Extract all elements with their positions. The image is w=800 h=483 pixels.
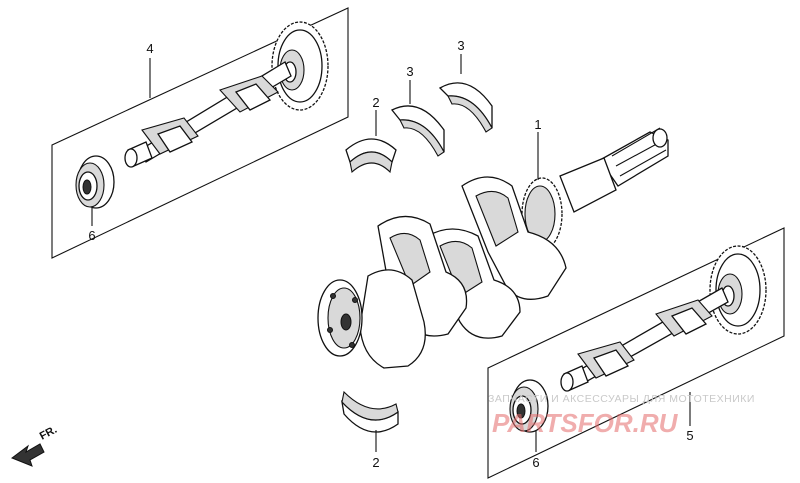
callout-1: 1 [534,117,541,132]
callout-6-right: 6 [532,455,539,470]
bearing-shell-2-bottom [341,390,399,433]
bearing-right [509,379,549,433]
crankshaft [317,127,669,369]
watermark: ЗАПЧАСТИ И АКСЕССУАРЫ ДЛЯ МОТОТЕХНИКИ PA… [488,393,755,438]
balancer-panel-right [487,227,785,479]
bearing-left [75,155,115,209]
front-label: FR. [38,424,59,443]
panel-frame-left [51,7,349,259]
callout-2-bottom: 2 [372,455,379,470]
balancer-shaft-left [124,61,292,168]
watermark-brand: PARTSFOR.RU [492,408,679,438]
panel-frame-right [487,227,785,479]
balancer-gear-right [709,245,767,335]
bearing-shell-2-top [345,138,397,174]
callout-5: 5 [686,428,693,443]
callout-4: 4 [146,41,153,56]
callout-3-left: 3 [406,64,413,79]
bearing-shell-3-left [390,105,445,157]
callout-2-top: 2 [372,95,379,110]
balancer-gear-left [271,21,329,111]
callout-6-left: 6 [88,228,95,243]
leader-lines [91,54,691,452]
front-direction-indicator: FR. [10,424,59,467]
watermark-caption: ЗАПЧАСТИ И АКСЕССУАРЫ ДЛЯ МОТОТЕХНИКИ [488,393,755,405]
balancer-panel-left [51,7,349,259]
balancer-shaft-right [560,287,729,392]
callout-3-right: 3 [457,38,464,53]
front-arrow-icon [10,443,45,467]
bearing-shell-3-right [438,82,493,133]
